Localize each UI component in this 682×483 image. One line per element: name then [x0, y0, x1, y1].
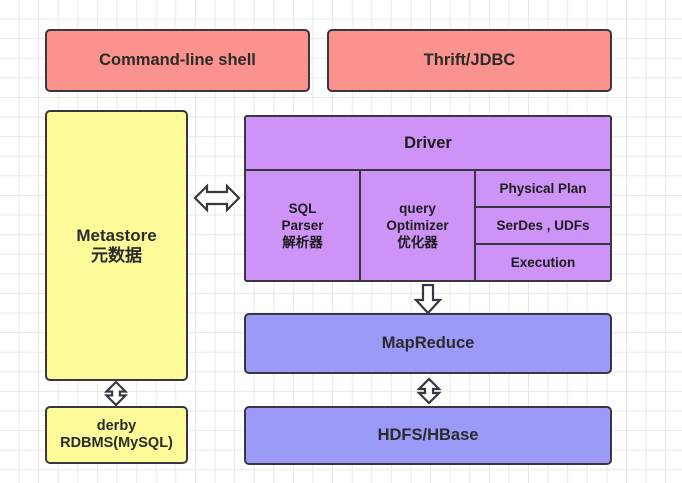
arrow-mapreduce-hdfs-icon: [414, 377, 444, 405]
node-sql-parser-line1: SQL: [288, 200, 317, 216]
node-hdfs-hbase-label: HDFS/HBase: [377, 426, 479, 445]
node-rdbms-label-derby: derby: [96, 418, 137, 435]
node-metastore[interactable]: Metastore 元数据: [45, 110, 188, 381]
node-mapreduce-label: MapReduce: [381, 334, 475, 353]
node-serdes-udfs-label: SerDes , UDFs: [496, 218, 590, 233]
node-hdfs-hbase[interactable]: HDFS/HBase: [244, 406, 612, 465]
node-driver-title-label: Driver: [404, 133, 452, 152]
node-query-optimizer-line3: 优化器: [397, 235, 438, 251]
node-metastore-label-en: Metastore: [76, 225, 157, 245]
node-metastore-labels: Metastore 元数据: [76, 226, 156, 265]
node-query-optimizer-labels: query Optimizer 优化器: [386, 200, 448, 252]
node-driver-right-column: Physical Plan SerDes , UDFs Execution: [476, 171, 610, 280]
node-rdbms[interactable]: derby RDBMS(MySQL): [45, 406, 188, 464]
node-command-line-shell-label: Command-line shell: [99, 51, 256, 70]
arrow-driver-mapreduce-icon: [412, 284, 444, 314]
node-driver[interactable]: Driver SQL Parser 解析器 query Optimizer 优化…: [244, 115, 612, 282]
node-query-optimizer-line2: Optimizer: [386, 217, 449, 233]
node-execution[interactable]: Execution: [476, 243, 610, 280]
node-metastore-label-zh: 元数据: [91, 245, 142, 265]
node-command-line-shell[interactable]: Command-line shell: [45, 29, 310, 92]
node-rdbms-labels: derby RDBMS(MySQL): [60, 418, 173, 451]
arrow-metastore-rdbms-icon: [101, 381, 131, 406]
node-driver-title: Driver: [246, 117, 610, 171]
arrow-metastore-driver-icon: [193, 182, 241, 214]
node-sql-parser-labels: SQL Parser 解析器: [281, 200, 323, 252]
node-sql-parser-line2: Parser: [281, 217, 324, 233]
node-mapreduce[interactable]: MapReduce: [244, 313, 612, 374]
node-sql-parser[interactable]: SQL Parser 解析器: [246, 171, 361, 280]
node-query-optimizer-line1: query: [399, 200, 436, 216]
node-driver-body: SQL Parser 解析器 query Optimizer 优化器 Physi…: [246, 171, 610, 280]
node-sql-parser-line3: 解析器: [282, 235, 323, 251]
node-thrift-jdbc[interactable]: Thrift/JDBC: [327, 29, 612, 92]
node-query-optimizer[interactable]: query Optimizer 优化器: [361, 171, 476, 280]
node-serdes-udfs[interactable]: SerDes , UDFs: [476, 206, 610, 243]
node-physical-plan-label: Physical Plan: [499, 181, 587, 196]
node-physical-plan[interactable]: Physical Plan: [476, 171, 610, 206]
node-rdbms-label-engine: RDBMS(MySQL): [60, 435, 173, 451]
node-execution-label: Execution: [510, 255, 576, 270]
node-thrift-jdbc-label: Thrift/JDBC: [423, 51, 516, 70]
